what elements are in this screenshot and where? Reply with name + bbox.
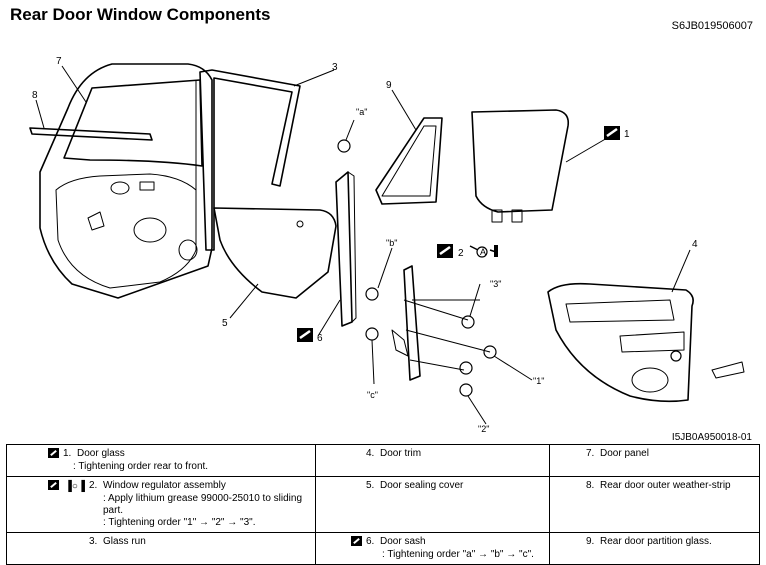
tag-a: "a" [356, 107, 367, 117]
legend-num: 1. [63, 448, 72, 459]
legend-table: 1. Door glass : Tightening order rear to… [6, 444, 760, 565]
torque-wrench-icon [47, 480, 59, 490]
glass-run [199, 69, 301, 251]
exploded-diagram: 7 8 3 9 1 2 4 5 6 "a" "b" "c" "3" "1" "2… [29, 56, 745, 434]
legend-num: 7. [586, 448, 595, 459]
callout-5: 5 [222, 318, 228, 329]
legend-sub: : Apply lithium grease 99000-25010 to sl… [103, 493, 303, 516]
grease-code: A [480, 247, 486, 257]
window-regulator [391, 265, 491, 381]
torque-wrench-icon [437, 244, 453, 258]
legend-num: 4. [366, 448, 375, 459]
door-panel [39, 63, 213, 299]
legend-name: Window regulator assembly [103, 480, 226, 491]
legend-item-1: 1. Door glass : Tightening order rear to… [6, 444, 316, 477]
legend-name: Rear door outer weather-strip [600, 480, 731, 491]
callout-3: 3 [332, 62, 338, 73]
tag-b: "b" [386, 238, 397, 248]
page-title: Rear Door Window Components [10, 5, 271, 24]
door-sealing-cover [213, 207, 337, 299]
torque-wrench-icon [297, 328, 313, 342]
legend-sub: : Tightening order rear to front. [73, 461, 209, 472]
callout-9: 9 [386, 80, 392, 91]
tag-1: "1" [533, 376, 544, 386]
door-sash [335, 171, 357, 327]
outer-weather-strip [29, 127, 153, 141]
partition-glass [375, 117, 443, 205]
grease-apply-icon: ▐○▐ [64, 481, 85, 492]
document-code: S6JB019506007 [671, 20, 753, 32]
legend-name: Rear door partition glass. [600, 536, 712, 547]
callout-2: 2 [458, 248, 464, 259]
torque-wrench-icon [604, 126, 620, 140]
torque-wrench-icon [48, 448, 59, 458]
legend-item-7: 7. Door panel [549, 444, 760, 477]
legend-num: 3. [89, 536, 98, 547]
legend-num: 6. [366, 536, 375, 547]
tag-2: "2" [478, 424, 489, 434]
callout-7: 7 [56, 56, 62, 67]
legend-item-9: 9. Rear door partition glass. [549, 532, 760, 565]
legend-item-4: 4. Door trim [315, 444, 550, 477]
legend-name: Door sealing cover [380, 480, 464, 491]
legend-name: Door panel [600, 448, 649, 459]
legend-item-8: 8. Rear door outer weather-strip [549, 476, 760, 533]
legend-num: 9. [586, 536, 595, 547]
leader-lines [35, 65, 691, 425]
partition-clip [711, 361, 745, 379]
callout-6: 6 [317, 333, 323, 344]
legend-num: 2. [89, 480, 98, 491]
callout-8: 8 [32, 90, 38, 101]
legend-name: Glass run [103, 536, 146, 547]
figure-code: I5JB0A950018-01 [671, 432, 752, 443]
tag-3: "3" [490, 279, 501, 289]
tag-c: "c" [367, 390, 378, 400]
legend-num: 5. [366, 480, 375, 491]
legend-sub: : Tightening order "1" → "2" → "3". [103, 517, 256, 528]
door-trim [547, 282, 694, 403]
torque-wrench-icon [351, 536, 362, 546]
bolts [337, 139, 682, 397]
legend-num: 8. [586, 480, 595, 491]
legend-name: Door glass [77, 448, 125, 459]
legend-item-5: 5. Door sealing cover [315, 476, 550, 533]
legend-item-6: 6. Door sash : Tightening order "a" → "b… [315, 532, 550, 565]
legend-name: Door sash [380, 536, 426, 547]
legend-item-3: 3. Glass run [6, 532, 316, 565]
legend-item-2: ▐○▐ 2. Window regulator assembly : Apply… [6, 476, 316, 533]
grease-apply-icon [469, 245, 498, 258]
callout-1: 1 [624, 129, 630, 140]
door-glass [471, 109, 570, 223]
callout-4: 4 [692, 239, 698, 250]
legend-name: Door trim [380, 448, 422, 459]
